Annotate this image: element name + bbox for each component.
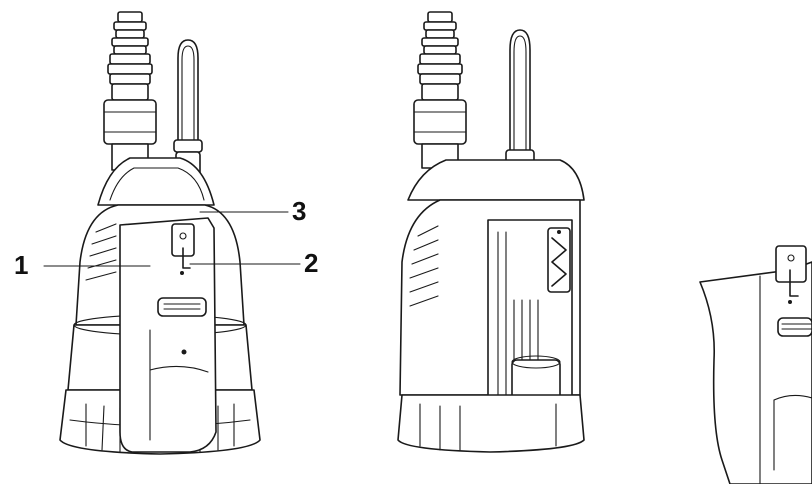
callout-number-3: 3: [292, 196, 307, 226]
callout-leaders: [43, 211, 301, 267]
panel-cutaway-pump: [397, 11, 585, 453]
panel-assembled-pump: [59, 11, 261, 455]
pump-base-center: [397, 394, 585, 453]
callout-number-1: 1: [14, 250, 29, 280]
hose-connector-left: [103, 11, 157, 171]
float-cover-left: [119, 217, 217, 453]
power-cable-center: [505, 29, 535, 165]
callout-number-2: 2: [304, 248, 319, 278]
panel-float-cover: [699, 245, 812, 485]
hose-connector-center: [413, 11, 467, 169]
